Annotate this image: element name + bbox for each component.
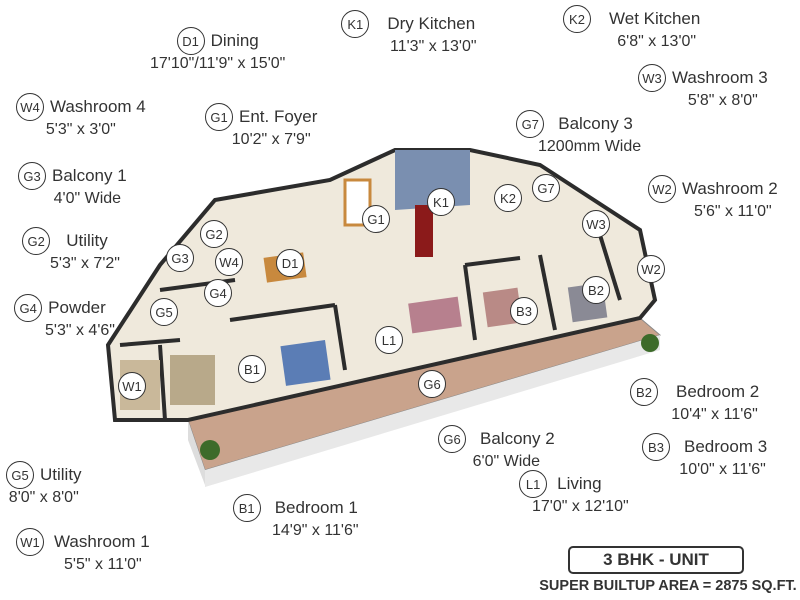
room-dim: 5'8" x 8'0" <box>687 92 758 109</box>
marker-b3: B3 <box>510 297 538 325</box>
room-dim: 4'0" Wide <box>53 190 122 207</box>
code-badge: G5 <box>6 461 34 489</box>
code-badge: G3 <box>18 162 46 190</box>
legend-g3: G3 Balcony 1 4'0" Wide <box>18 162 127 208</box>
marker-g4: G4 <box>204 279 232 307</box>
room-name: Powder <box>48 298 106 317</box>
legend-w2: W2 Washroom 2 5'6" x 11'0" <box>648 175 778 221</box>
code-badge: W2 <box>648 175 676 203</box>
code-badge: G1 <box>205 103 233 131</box>
room-dim: 1200mm Wide <box>538 138 642 155</box>
legend-g5: G5 Utility 8'0" x 8'0" <box>6 461 82 507</box>
marker-g6: G6 <box>418 370 446 398</box>
code-badge: B1 <box>232 494 261 522</box>
marker-b1: B1 <box>238 355 266 383</box>
marker-d1: D1 <box>276 249 304 277</box>
room-name: Washroom 4 <box>50 97 146 116</box>
code-badge: W3 <box>638 64 666 92</box>
marker-w3: W3 <box>582 210 610 238</box>
room-dim: 5'3" x 3'0" <box>45 121 116 138</box>
room-dim: 5'3" x 4'6" <box>45 322 115 339</box>
code-badge: G4 <box>14 294 43 322</box>
room-name: Utility <box>66 231 108 250</box>
room-name: Dry Kitchen <box>387 14 476 33</box>
legend-k2: K2 Wet Kitchen 6'8" x 13'0" <box>563 5 700 51</box>
room-name: Ent. Foyer <box>239 107 318 126</box>
super-builtup-area: SUPER BUILTUP AREA = 2875 SQ.FT. <box>539 578 797 594</box>
legend-b3: B3 Bedroom 3 10'0" x 11'6" <box>642 433 767 479</box>
room-name: Washroom 3 <box>672 68 768 87</box>
marker-w1: W1 <box>118 372 146 400</box>
code-badge: K1 <box>341 10 370 38</box>
code-badge: W1 <box>16 528 44 556</box>
room-dim: 10'2" x 7'9" <box>231 131 311 148</box>
room-dim: 5'5" x 11'0" <box>64 556 142 573</box>
legend-l1: L1 Living 17'0" x 12'10" <box>492 470 629 516</box>
room-dim: 10'4" x 11'6" <box>671 406 758 423</box>
code-badge: G7 <box>516 110 545 138</box>
room-dim: 10'0" x 11'6" <box>679 461 766 478</box>
legend-g1: G1 Ent. Foyer 10'2" x 7'9" <box>205 103 317 149</box>
room-name: Balcony 2 <box>480 429 555 448</box>
room-name: Bedroom 1 <box>274 498 358 517</box>
legend-b2: B2 Bedroom 2 10'4" x 11'6" <box>630 378 759 424</box>
code-badge: D1 <box>176 27 205 55</box>
room-name: Balcony 1 <box>52 166 127 185</box>
marker-g5: G5 <box>150 298 178 326</box>
room-dim: 6'0" Wide <box>472 453 541 470</box>
legend-g6: G6 Balcony 2 6'0" Wide <box>438 425 555 471</box>
room-name: Balcony 3 <box>558 114 633 133</box>
room-name: Washroom 1 <box>54 532 150 551</box>
marker-g7: G7 <box>532 174 560 202</box>
code-badge: W4 <box>16 93 44 121</box>
marker-g3: G3 <box>166 244 194 272</box>
unit-type-label: 3 BHK - UNIT <box>568 546 744 574</box>
room-dim: 14'9" x 11'6" <box>272 522 359 539</box>
room-name: Dining <box>210 31 259 50</box>
legend-k1: K1 Dry Kitchen 11'3" x 13'0" <box>340 10 477 56</box>
marker-w4: W4 <box>215 248 243 276</box>
room-dim: 11'3" x 13'0" <box>390 38 477 55</box>
room-name: Utility <box>40 465 82 484</box>
room-dim: 5'6" x 11'0" <box>694 203 772 220</box>
room-dim: 8'0" x 8'0" <box>8 489 79 506</box>
legend-g2: G2 Utility 5'3" x 7'2" <box>10 227 120 273</box>
marker-k1: K1 <box>427 188 455 216</box>
code-badge: B2 <box>630 378 658 406</box>
legend-w4: W4 Washroom 4 5'3" x 3'0" <box>16 93 146 139</box>
room-dim: 6'8" x 13'0" <box>617 33 697 50</box>
code-badge: G6 <box>438 425 466 453</box>
marker-b2: B2 <box>582 276 610 304</box>
legend-d1: D1 Dining 17'10"/11'9" x 15'0" <box>150 27 285 73</box>
room-name: Wet Kitchen <box>609 9 701 28</box>
marker-w2: W2 <box>637 255 665 283</box>
code-badge: B3 <box>642 433 670 461</box>
room-name: Bedroom 3 <box>684 437 768 456</box>
legend-b1: B1 Bedroom 1 14'9" x 11'6" <box>232 494 359 540</box>
code-badge: L1 <box>519 470 548 498</box>
code-badge: K2 <box>563 5 591 33</box>
legend-w3: W3 Washroom 3 5'8" x 8'0" <box>638 64 768 110</box>
room-name: Bedroom 2 <box>676 382 760 401</box>
marker-k2: K2 <box>494 184 522 212</box>
code-badge: G2 <box>22 227 51 255</box>
marker-l1: L1 <box>375 326 403 354</box>
marker-g2: G2 <box>200 220 228 248</box>
legend-w1: W1 Washroom 1 5'5" x 11'0" <box>16 528 150 574</box>
room-dim: 17'10"/11'9" x 15'0" <box>150 55 286 72</box>
room-dim: 5'3" x 7'2" <box>50 255 120 272</box>
legend-g4: G4 Powder 5'3" x 4'6" <box>5 294 115 340</box>
marker-g1: G1 <box>362 205 390 233</box>
room-name: Living <box>557 474 602 493</box>
legend-g7: G7 Balcony 3 1200mm Wide <box>508 110 641 156</box>
room-name: Washroom 2 <box>682 179 778 198</box>
room-dim: 17'0" x 12'10" <box>532 498 629 515</box>
